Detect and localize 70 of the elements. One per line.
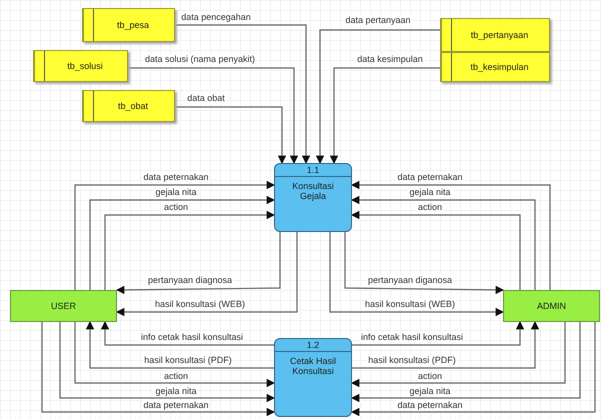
data-flow-arrow <box>350 322 566 388</box>
edge-label: pertanyaan diganosa <box>366 275 454 285</box>
data-flow-arrow <box>352 320 524 346</box>
node-label: tb_solusi <box>66 61 103 71</box>
edge-label: data peternakan <box>142 400 210 410</box>
edge-label: data peternakan <box>142 172 210 182</box>
edge-label: action <box>162 371 190 381</box>
edge-label: data solusi (nama penyakit) <box>144 54 256 64</box>
node-label: tb_pertanyaan <box>470 30 528 40</box>
edge-label: data obat <box>186 93 226 103</box>
node-label: tb_obat <box>116 101 148 111</box>
edge-label: hasil konsultasi (PDF) <box>367 355 457 365</box>
data-flow-arrow <box>329 232 504 316</box>
edge-label: data peternakan <box>396 400 464 410</box>
process-number: 1.2 <box>275 339 351 352</box>
edge-label: hasil konsultasi (WEB) <box>154 299 246 309</box>
data-store-box <box>440 52 550 82</box>
data-flow-arrow <box>59 322 276 402</box>
edge-label: gejala nita <box>408 386 452 396</box>
node-label: USER <box>50 301 76 311</box>
node-label: ADMIN <box>537 301 566 311</box>
data-flow-arrow <box>350 180 551 290</box>
data-flow-arrow <box>316 29 440 164</box>
data-flow-arrow <box>352 320 540 369</box>
process-name: Konsultasi Gejala <box>291 180 335 204</box>
data-store-box <box>440 18 550 52</box>
edge-label: gejala nita <box>154 187 198 197</box>
data-flow-arrow <box>116 232 281 294</box>
edge-label: info cetak hasil konsultasi <box>360 332 464 342</box>
data-flow-arrow <box>330 67 440 164</box>
data-flow-arrow <box>128 67 298 164</box>
data-flow-arrow <box>86 320 274 369</box>
data-flow-arrow <box>344 232 504 294</box>
edge-label: hasil konsultasi (PDF) <box>143 355 233 365</box>
data-flow-arrow <box>350 322 596 416</box>
data-flow-arrow <box>350 196 536 290</box>
data-flow-arrow <box>175 106 286 164</box>
edge-label: pertanyaan diagnosa <box>146 275 234 285</box>
data-flow-arrow <box>89 196 276 290</box>
data-flow-arrow <box>74 180 276 290</box>
process-name: Cetak Hasil Konsultasi <box>288 355 337 378</box>
data-store-box <box>82 90 175 122</box>
data-flow-arrow <box>350 210 521 290</box>
process-box <box>274 338 352 417</box>
data-flow-arrow <box>100 320 274 346</box>
data-store-box <box>33 50 128 82</box>
edge-label: action <box>416 371 444 381</box>
process-box <box>274 163 352 232</box>
edge-label: data kesimpulan <box>356 54 424 64</box>
entity-box <box>503 290 600 322</box>
edge-label: action <box>162 202 190 212</box>
data-flow-arrow <box>104 210 276 290</box>
data-flow-arrow <box>74 322 276 388</box>
data-store-box <box>82 8 175 42</box>
edge-label: gejala nita <box>408 187 452 197</box>
edge-label: data peternakan <box>396 172 464 182</box>
edge-label: action <box>416 202 444 212</box>
data-flow-arrow <box>350 322 581 402</box>
data-flow-arrow <box>41 322 276 416</box>
node-label: tb_kesimpulan <box>469 62 529 72</box>
edge-label: info cetak hasil konsultasi <box>140 332 244 342</box>
entity-box <box>10 290 117 322</box>
edge-label: gejala nita <box>154 386 198 396</box>
edge-label: data pencegahan <box>180 12 252 22</box>
process-number: 1.1 <box>275 164 351 177</box>
edge-label: hasil konsultasi (WEB) <box>364 299 456 309</box>
data-flow-arrow <box>116 232 298 316</box>
data-flow-arrow <box>175 24 310 164</box>
edge-label: data pertanyaan <box>344 15 412 25</box>
node-label: tb_pesa <box>116 20 150 30</box>
